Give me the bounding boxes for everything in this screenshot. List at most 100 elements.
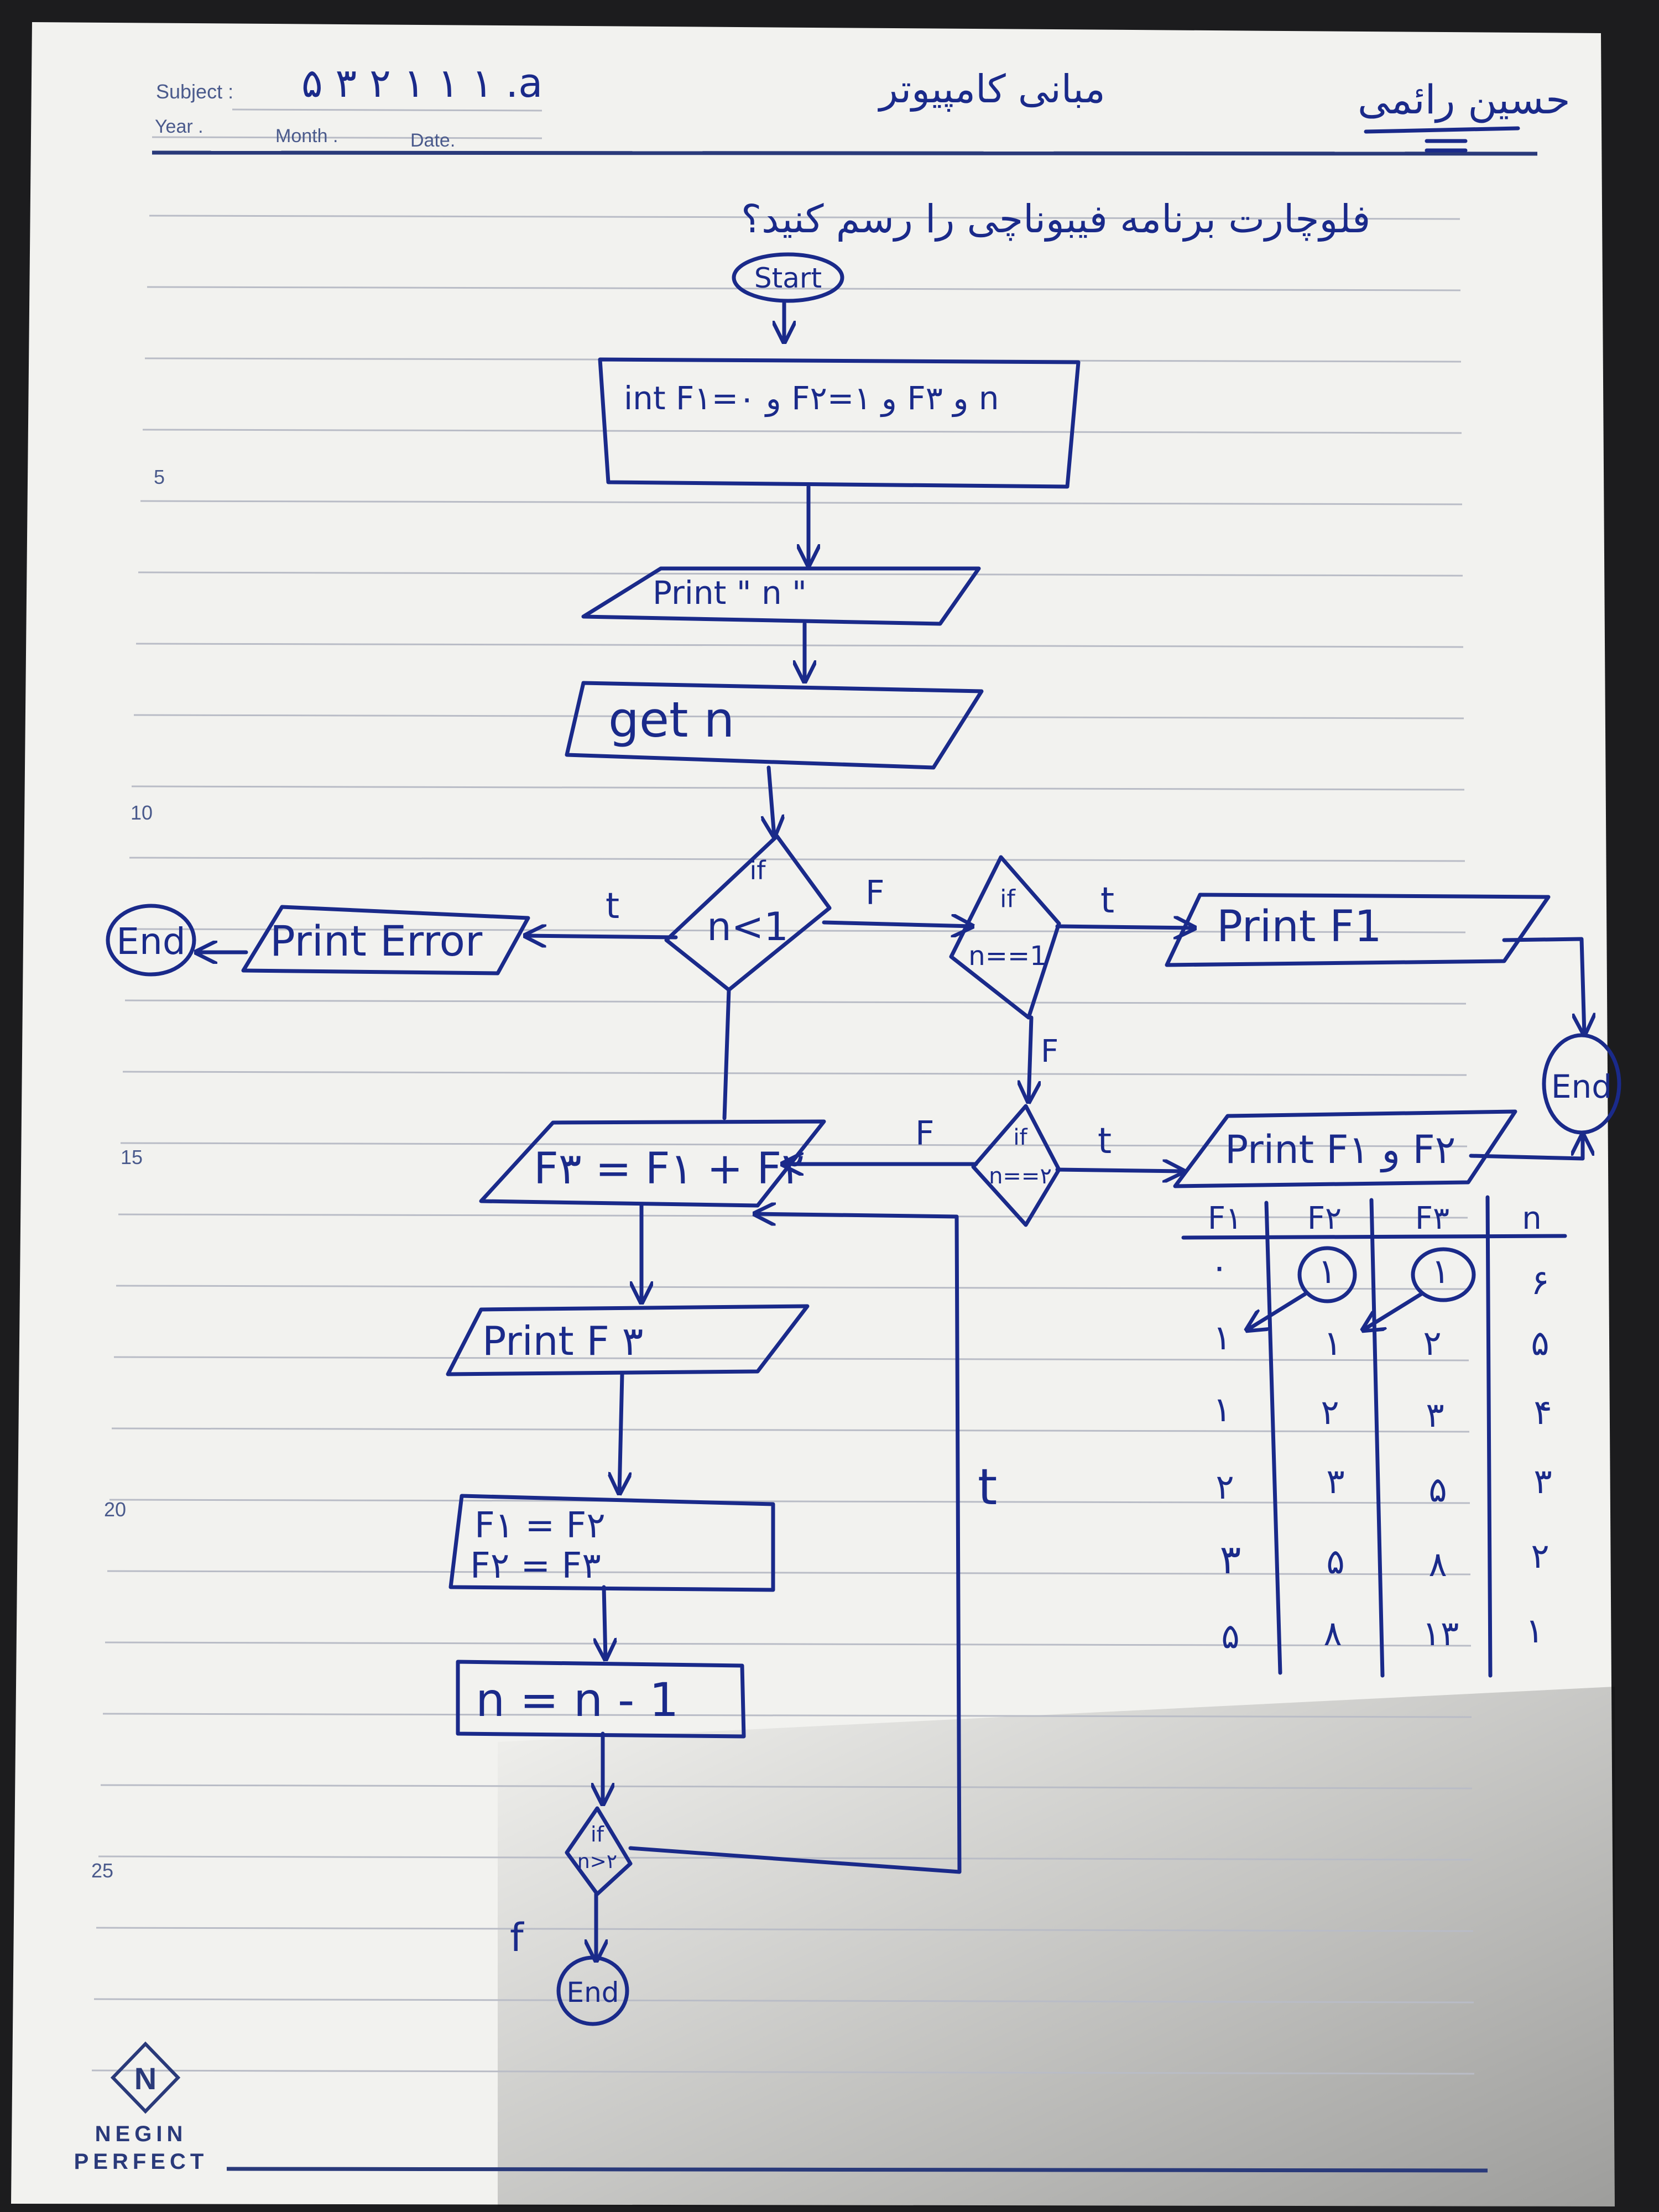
highlight-circle [1411, 1247, 1476, 1302]
decrement-label: n = n - 1 [476, 1673, 679, 1727]
decision-n-equals-2-label: n==۲ [989, 1164, 1052, 1189]
shift-process-box [448, 1494, 775, 1592]
end-error-terminal [106, 904, 196, 977]
true-label: t [1100, 880, 1114, 921]
table-cell: ۲ [1215, 1467, 1234, 1507]
true-label: t [1098, 1121, 1112, 1162]
footer-rule [226, 2167, 1488, 2173]
paper-shadow [498, 1687, 1615, 2206]
ruled-line [91, 2069, 1475, 2075]
print-error-io [241, 905, 530, 975]
brand-name-line1: NEGIN [95, 2122, 187, 2146]
table-cell: ۸ [1428, 1544, 1447, 1584]
table-column-divider [1485, 1195, 1493, 1678]
start-label: Start [754, 262, 822, 294]
table-cell: ۸ [1323, 1613, 1342, 1653]
subject-label: Subject : [156, 80, 233, 103]
connector-line [722, 988, 731, 1120]
print-prompt-io [581, 566, 981, 626]
ruled-line [129, 857, 1465, 862]
trace-table: F۱ F۲ F۳ n ۰ ۱ ۱ ۶ ۱ ۱ ۲ ۵ ۱ ۲ ۳ ۴ ۲ ۳ ۵… [1181, 1195, 1567, 1678]
decision-if-label: if [1000, 885, 1016, 913]
table-cell: ۳ [1326, 1461, 1344, 1501]
arrow [822, 922, 972, 926]
decrement-process-box [456, 1660, 746, 1739]
table-cell: ۵ [1326, 1541, 1344, 1582]
table-cell: ۵ [1221, 1616, 1239, 1656]
table-cell: ۵ [1428, 1469, 1447, 1510]
arrow [769, 765, 774, 836]
ruled-line [133, 714, 1464, 719]
ruled-line [102, 1713, 1472, 1718]
line-number: 20 [104, 1498, 126, 1521]
brand-name-line2: PERFECT [74, 2150, 208, 2174]
decision-if-label: if [750, 855, 767, 885]
table-cell: ۱ [1213, 1389, 1231, 1430]
ruled-line [140, 500, 1463, 505]
arrow [1055, 926, 1194, 928]
header-rule [152, 150, 1538, 156]
print-f1f2-label: Print F۱ و F۲ [1225, 1127, 1455, 1173]
table-cell: ۱ [1318, 1251, 1336, 1291]
ruled-line [105, 1641, 1472, 1647]
ruled-line [107, 1570, 1471, 1575]
print-f3-label: Print F ۳ [482, 1318, 643, 1364]
print-error-label: Print Error [270, 916, 483, 966]
end-f1-label: End [1551, 1068, 1612, 1105]
ruled-line [109, 1499, 1470, 1504]
ruled-line [120, 1142, 1468, 1147]
ruled-line [122, 1071, 1467, 1076]
ruled-line [142, 429, 1462, 434]
table-cell: ۱ [1525, 1610, 1543, 1651]
ruled-line [93, 1998, 1474, 2004]
ruled-line [138, 571, 1463, 577]
highlight-circle [1297, 1246, 1357, 1303]
start-terminal [732, 252, 844, 303]
ruled-line [135, 643, 1464, 648]
print-f1-io [1165, 893, 1551, 967]
table-cell: ۲ [1321, 1392, 1339, 1432]
decision-n-equals-2 [971, 1104, 1061, 1227]
table-cell: ۱ [1323, 1323, 1342, 1363]
ruled-line [111, 1427, 1470, 1433]
brand-logo-letter: N [134, 2061, 156, 2096]
author-underline [1364, 126, 1520, 153]
date-label: Date. [410, 130, 455, 151]
paper-sheet [11, 22, 1615, 2206]
init-label: int F۱=۰ و F۲=۱ و F۳ و n [624, 379, 999, 418]
arrow [1469, 1135, 1583, 1161]
end-error-label: End [116, 920, 185, 963]
line-number: 10 [131, 801, 153, 824]
table-cell: ۵ [1531, 1323, 1549, 1363]
print-prompt-label: Print " n " [653, 574, 807, 612]
decision-if-label: if [591, 1822, 605, 1846]
line-number: 25 [91, 1859, 113, 1882]
loop-true-label: t [978, 1458, 997, 1516]
get-input-io [565, 681, 984, 770]
ruled-line [124, 999, 1467, 1005]
month-label: Month . [275, 126, 338, 147]
ruled-line [149, 215, 1460, 220]
arrow [525, 936, 678, 937]
false-label: F [1041, 1034, 1058, 1070]
year-underline [152, 136, 542, 139]
subject-underline [232, 108, 542, 112]
carry-arrow [1363, 1292, 1423, 1330]
end-final-terminal [556, 1955, 629, 2026]
year-label: Year . [155, 116, 204, 137]
end-final-label: End [566, 1976, 619, 2008]
table-column-divider [1369, 1198, 1385, 1678]
table-cell: ۳ [1426, 1395, 1444, 1435]
table-cell: ۳ [1220, 1536, 1241, 1583]
arrow [604, 1585, 606, 1659]
ruled-line [96, 1927, 1474, 1932]
shift-line1: F۱ = F۲ [474, 1505, 606, 1546]
arrow [1029, 1015, 1031, 1102]
get-input-label: get n [608, 691, 734, 748]
decision-n-greater-2-label: n>۲ [577, 1850, 617, 1873]
arrow [1055, 1170, 1183, 1171]
true-label: t [606, 886, 619, 927]
decision-if-label: if [1013, 1125, 1027, 1150]
ruled-line [116, 1285, 1469, 1290]
